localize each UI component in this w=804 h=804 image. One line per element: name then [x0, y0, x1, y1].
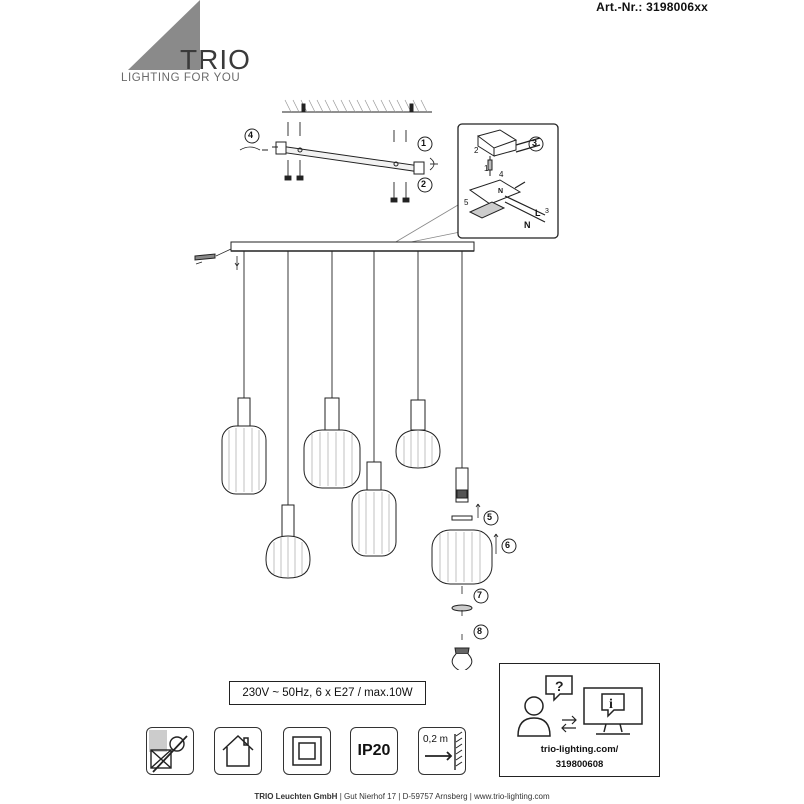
wiring-neutral-small: N [498, 188, 504, 195]
wiring-detail [457, 123, 559, 239]
brand-tagline: LIGHTING FOR YOU [121, 72, 241, 84]
step-label-8: 8 [477, 626, 483, 636]
pendant-cords [243, 251, 463, 505]
assembly-diagram [194, 99, 559, 670]
lamp-shade-2 [265, 504, 311, 579]
mounting-bracket [275, 141, 425, 175]
brand-name: TRIO [180, 44, 251, 75]
lamp-shade-3 [303, 397, 361, 489]
monitor-info-icon: i [583, 687, 643, 735]
footer-city: D-59757 Arnsberg [402, 792, 468, 801]
step-label-6: 6 [505, 540, 511, 550]
article-number: Art.-Nr.: 3198006xx [596, 0, 708, 14]
info-url[interactable]: trio-lighting.com/ [540, 744, 619, 755]
step-label-7: 7 [477, 590, 483, 600]
person-speech-icon: ? [517, 675, 573, 737]
screws [262, 122, 438, 203]
lamp-shade-5 [395, 399, 441, 469]
online-info-box: ? i trio-lighting.com/ 319800608 [499, 663, 660, 777]
svg-text:i: i [609, 697, 613, 712]
step-label-3: 3 [532, 138, 538, 148]
step-label-5: 5 [487, 512, 493, 522]
step-label-2: 2 [421, 179, 427, 189]
lamp-6-exploded [431, 467, 517, 670]
svg-text:?: ? [555, 678, 564, 694]
lamp-shade-1 [221, 397, 267, 495]
indoor-use-icon [214, 727, 262, 775]
wiring-screw-4: 4 [499, 170, 504, 179]
min-distance-icon: 0,2 m [418, 727, 466, 775]
step-label-4: 4 [248, 130, 254, 140]
wiring-screw-5: 5 [464, 198, 469, 207]
electrical-specs: 230V ~ 50Hz, 6 x E27 / max.10W [229, 681, 426, 705]
ip-rating-icon: IP20 [350, 727, 398, 775]
canopy-bar [194, 241, 475, 270]
wiring-screw-3: 3 [545, 208, 549, 215]
ip-rating-text: IP20 [357, 742, 391, 759]
footer: TRIO Leuchten GmbH | Gut Nierhof 17 | D-… [254, 792, 550, 801]
min-distance-text: 0,2 m [423, 734, 449, 745]
info-code: 319800608 [555, 759, 604, 770]
no-insulation-cover-icon [146, 727, 194, 775]
footer-address: Gut Nierhof 17 [344, 792, 397, 801]
ceiling [282, 99, 432, 113]
step-markers-top [239, 128, 435, 193]
lamp-shade-4 [351, 461, 397, 557]
protection-class-ii-icon [283, 727, 331, 775]
wiring-live-label: L [535, 208, 541, 218]
wiring-screw-2: 2 [474, 146, 479, 155]
wiring-neutral-label: N [524, 220, 531, 230]
wiring-screw-1: 1 [484, 164, 489, 173]
exchange-arrows-icon [561, 715, 577, 733]
trio-logo-mark [128, 0, 200, 70]
footer-company: TRIO Leuchten GmbH [254, 792, 338, 801]
footer-website[interactable]: www.trio-lighting.com [474, 792, 550, 801]
step-label-1: 1 [421, 138, 427, 148]
